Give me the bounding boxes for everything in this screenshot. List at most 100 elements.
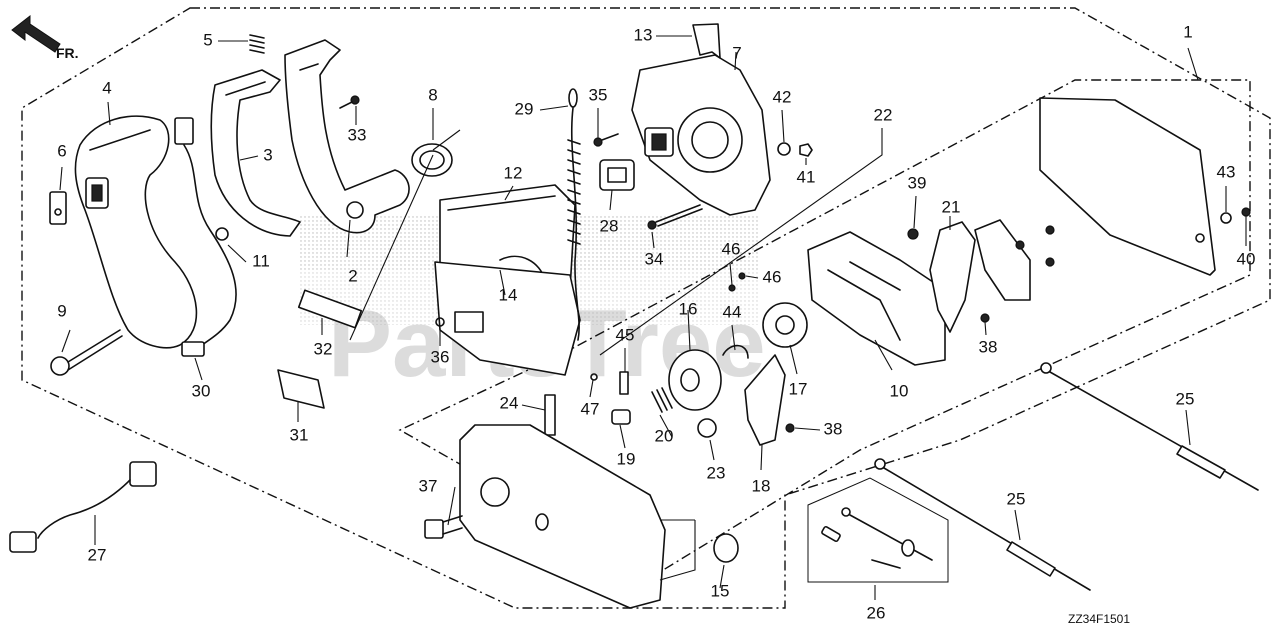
callout-29: 29 <box>515 99 534 118</box>
cable-25-upper <box>1040 362 1259 491</box>
back-plate <box>1039 97 1216 276</box>
nut-pair-a <box>1015 240 1025 250</box>
callout-3: 3 <box>263 145 272 164</box>
clip-11 <box>215 227 229 241</box>
callout-38-upper: 38 <box>979 337 998 356</box>
leader-lines <box>59 35 1247 600</box>
snap-ring-44 <box>722 344 749 359</box>
friction-disc-16 <box>668 349 722 411</box>
washer-43 <box>1220 212 1232 224</box>
pipe-24 <box>544 394 556 436</box>
callout-7: 7 <box>732 43 741 62</box>
callout-38-lower: 38 <box>824 419 843 438</box>
callout-12: 12 <box>504 163 523 182</box>
cable-kit-26 <box>821 507 933 569</box>
bracket-10 <box>807 231 946 366</box>
spring-5 <box>249 34 265 54</box>
callout-44: 44 <box>723 302 742 321</box>
callout-16: 16 <box>679 299 698 318</box>
callout-42: 42 <box>773 87 792 106</box>
callout-14: 14 <box>499 285 518 304</box>
inner-assembly-outline <box>398 79 1251 576</box>
callout-20: 20 <box>655 426 674 445</box>
callout-13: 13 <box>634 25 653 44</box>
front-arrow-icon <box>11 14 61 53</box>
nut-23 <box>697 418 717 438</box>
callout-1: 1 <box>1183 22 1192 41</box>
plate-21b <box>974 219 1031 301</box>
screw-40 <box>1241 207 1251 217</box>
callout-21: 21 <box>942 197 961 216</box>
callout-35: 35 <box>589 85 608 104</box>
wire-29 <box>567 88 581 341</box>
callout-8: 8 <box>428 85 437 104</box>
screw-33 <box>339 95 360 109</box>
screw-pair-a <box>1045 225 1055 235</box>
control-lever <box>284 39 410 234</box>
screw-38-lower <box>785 423 795 433</box>
collar-19 <box>611 409 631 425</box>
control-box-cover <box>74 115 198 349</box>
callout-19: 19 <box>617 449 636 468</box>
callout-9: 9 <box>57 301 66 320</box>
callout-2: 2 <box>348 266 357 285</box>
cable-25-lower <box>874 458 1091 591</box>
inner-panel <box>210 69 301 237</box>
callout-30: 30 <box>192 381 211 400</box>
callout-18: 18 <box>752 476 771 495</box>
callout-32: 32 <box>314 339 333 358</box>
washer-36 <box>435 317 445 327</box>
switch-28 <box>599 159 635 191</box>
bolt-9 <box>50 329 123 376</box>
small-plate <box>49 191 67 225</box>
screw-pair-b <box>1045 257 1055 267</box>
callout-34: 34 <box>645 249 664 268</box>
callout-33: 33 <box>348 125 367 144</box>
screw-38-upper <box>980 313 990 323</box>
callout-31: 31 <box>290 425 309 444</box>
callout-46-upper: 46 <box>722 239 741 258</box>
switch-wire <box>174 117 237 357</box>
callout-39: 39 <box>908 173 927 192</box>
callout-43: 43 <box>1217 162 1236 181</box>
callout-37: 37 <box>419 476 438 495</box>
callout-11: 11 <box>252 251 270 270</box>
bolt-37 <box>424 515 463 539</box>
callout-25-upper: 25 <box>1176 389 1195 408</box>
screw-39 <box>907 228 919 240</box>
callout-6: 6 <box>57 141 66 160</box>
front-direction-label: FR. <box>56 45 79 61</box>
callout-22: 22 <box>874 105 893 124</box>
lever-cover <box>434 184 581 376</box>
ball-46a <box>728 284 736 292</box>
plate-21 <box>929 221 976 333</box>
callout-40: 40 <box>1237 249 1256 268</box>
callout-24: 24 <box>500 393 519 412</box>
callout-26: 26 <box>867 603 886 622</box>
callout-36: 36 <box>431 347 450 366</box>
callout-28: 28 <box>600 216 619 235</box>
lever-18 <box>744 354 786 446</box>
wire-harness <box>9 461 157 553</box>
callout-41: 41 <box>797 167 816 186</box>
callout-labels: 1 2 3 4 5 6 7 8 9 10 11 12 13 14 15 16 1… <box>57 22 1255 622</box>
spring-20 <box>651 387 673 413</box>
kit-outline <box>807 477 949 583</box>
bolt-34 <box>647 204 703 230</box>
callout-10: 10 <box>890 381 909 400</box>
bushing-15 <box>713 533 739 563</box>
callout-47: 47 <box>581 399 600 418</box>
control-base-plate <box>631 54 771 216</box>
clip-13 <box>692 23 721 59</box>
callout-17: 17 <box>789 379 808 398</box>
nut-41 <box>799 143 813 157</box>
callout-45: 45 <box>616 325 635 344</box>
gear-17 <box>762 302 808 348</box>
callout-5: 5 <box>203 30 212 49</box>
collar-8 <box>411 143 453 177</box>
callout-25-lower: 25 <box>1007 489 1026 508</box>
callout-46-lower: 46 <box>763 267 782 286</box>
ball-46b <box>738 272 746 280</box>
